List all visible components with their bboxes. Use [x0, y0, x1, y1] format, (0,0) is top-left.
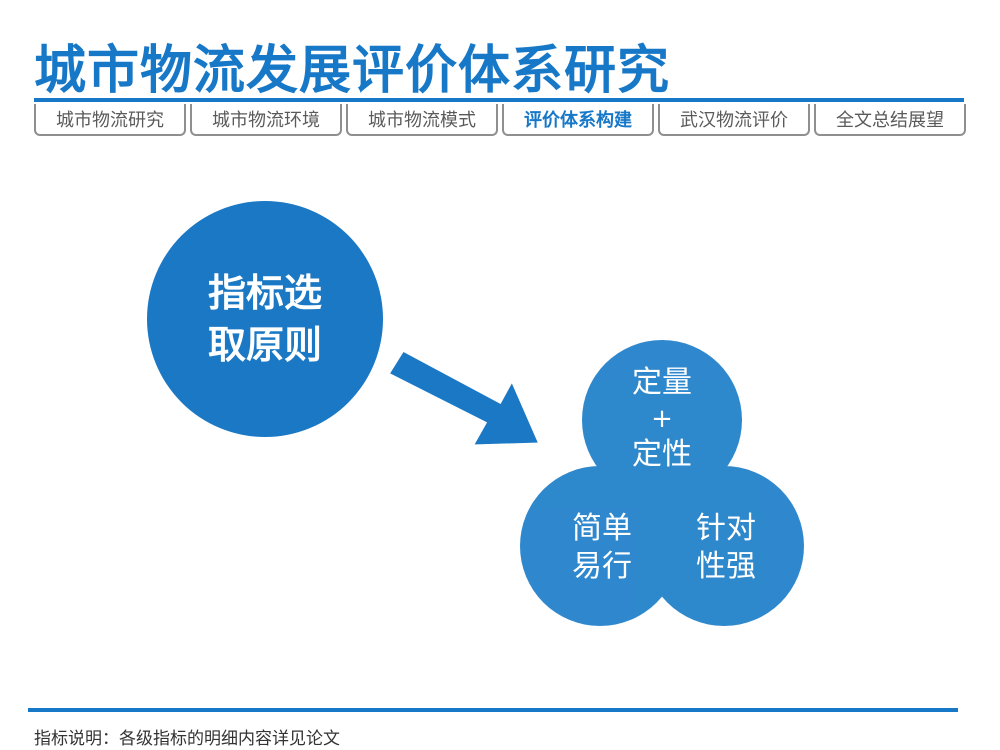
principle-label: 指标选 取原则 [147, 201, 383, 437]
principle-circle [147, 201, 383, 437]
arrow-icon [385, 348, 543, 448]
venn-label-left: 简单 易行 [572, 511, 632, 584]
venn-label-right: 针对 性强 [696, 511, 756, 584]
principle-line-2: 取原则 [207, 323, 322, 367]
title-divider [34, 98, 964, 102]
principle-line-1: 指标选 [207, 271, 322, 315]
venn-label-top: 定量 + 定性 [632, 365, 692, 472]
tab-wuhan-evaluation[interactable]: 武汉物流评价 [658, 104, 810, 136]
section-tabs: 城市物流研究 城市物流环境 城市物流模式 评价体系构建 武汉物流评价 全文总结展… [34, 104, 966, 140]
tab-city-logistics-research[interactable]: 城市物流研究 [34, 104, 186, 136]
tab-evaluation-system[interactable]: 评价体系构建 [502, 104, 654, 136]
footer-divider [28, 708, 958, 712]
tab-city-logistics-mode[interactable]: 城市物流模式 [346, 104, 498, 136]
tab-summary-outlook[interactable]: 全文总结展望 [814, 104, 966, 136]
tab-city-logistics-environment[interactable]: 城市物流环境 [190, 104, 342, 136]
page-title: 城市物流发展评价体系研究 [34, 41, 671, 101]
footer-note: 指标说明：各级指标的明细内容详见论文 [34, 729, 340, 749]
